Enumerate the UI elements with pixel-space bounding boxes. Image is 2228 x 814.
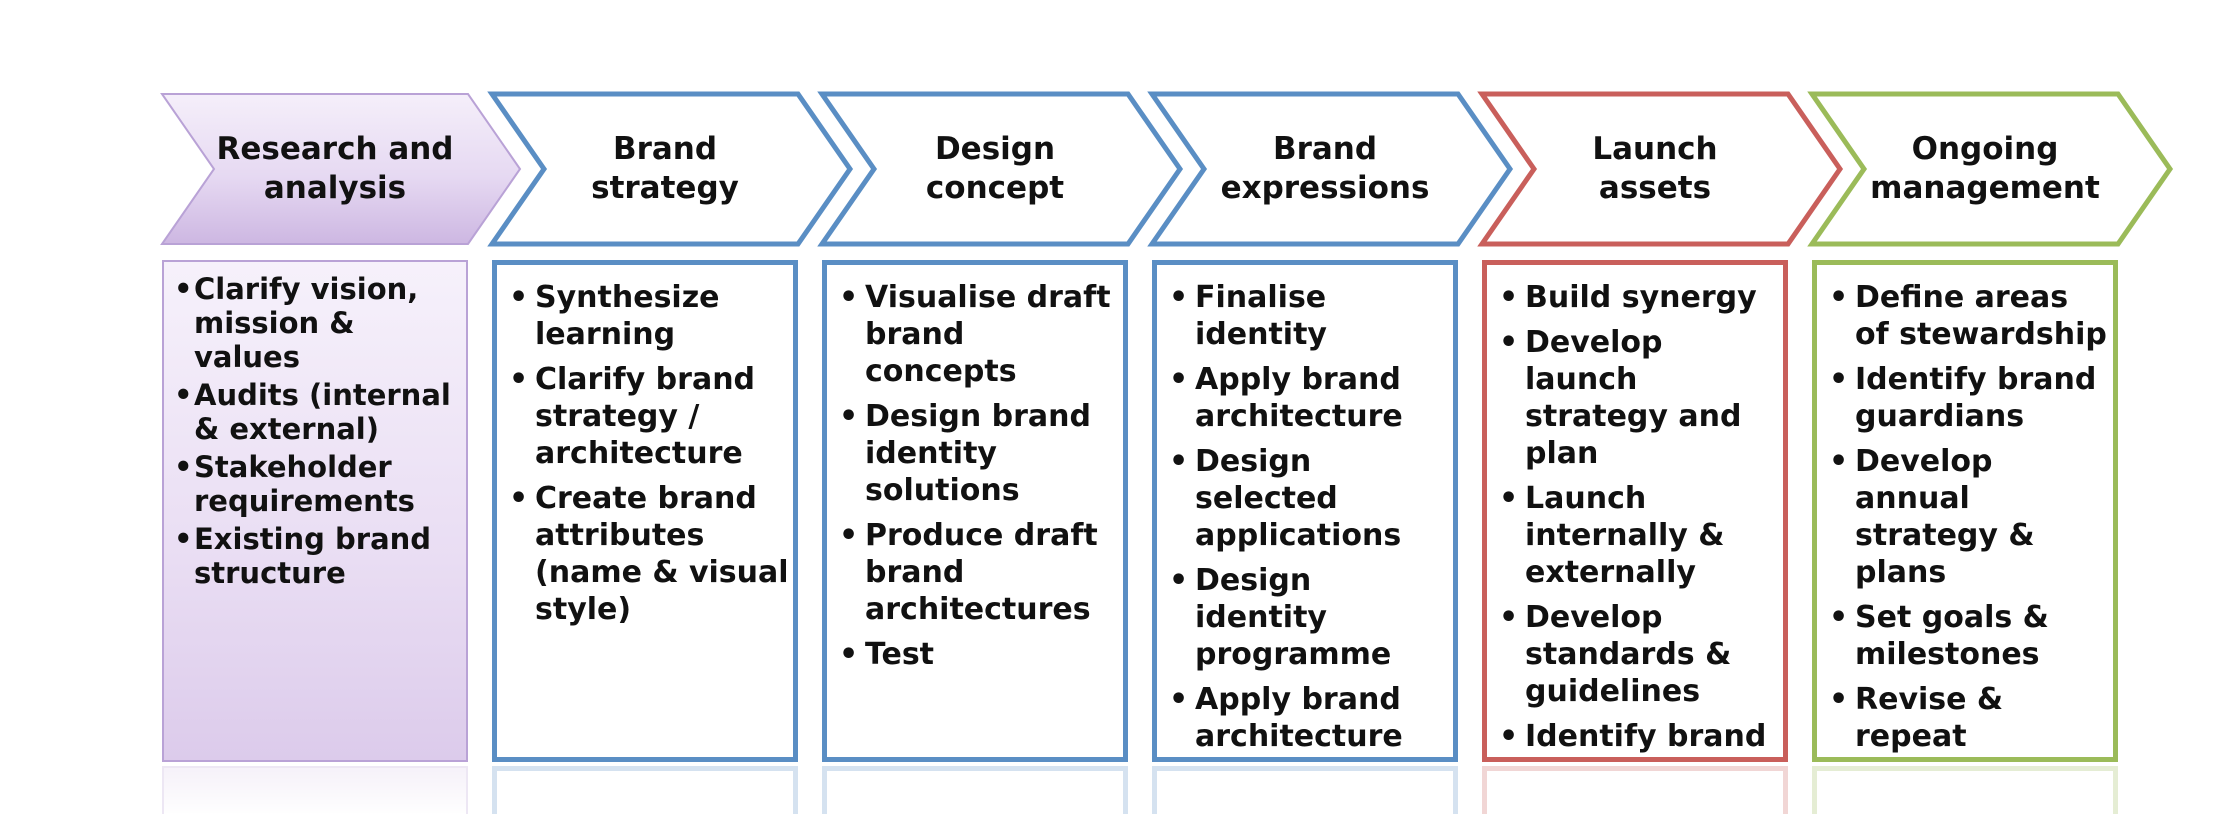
activity-item: Apply brand architecture	[1165, 361, 1449, 435]
activity-item: Develop annual strategy & plans	[1825, 443, 2109, 591]
box-reflection	[1152, 766, 1458, 814]
activity-item: Synthesize learning	[505, 279, 789, 353]
activity-item: Develop launch strategy and plan	[1495, 324, 1779, 472]
stage-chevron: Launch assets	[1477, 91, 1844, 247]
stage-activities-box: Visualise draft brand conceptsDesign bra…	[822, 260, 1128, 762]
activity-item: Define areas of stewardship	[1825, 279, 2109, 353]
stage-chevron: Design concept	[817, 91, 1184, 247]
stage-chevron: Research and analysis	[160, 92, 522, 246]
activity-item: Test	[835, 636, 1119, 673]
chevron-shape	[487, 91, 854, 247]
activity-item: Design brand identity solutions	[835, 398, 1119, 509]
stage-title: Research and analysis	[216, 131, 454, 206]
activity-item: Visualise draft brand concepts	[835, 279, 1119, 390]
chevron-shape	[160, 93, 522, 245]
chevron-shape	[1477, 91, 1844, 247]
box-reflection	[1812, 766, 2118, 814]
activity-item: Set goals & milestones	[1825, 599, 2109, 673]
stage-activities-box: Synthesize learningClarify brand strateg…	[492, 260, 798, 762]
box-reflection	[1482, 766, 1788, 814]
stage-title: Design concept	[925, 131, 1065, 206]
stage-title: Brand strategy	[591, 131, 739, 206]
stage-activities-box: Define areas of stewardshipIdentify bran…	[1812, 260, 2118, 762]
activity-item: Clarify brand strategy / architecture	[505, 361, 789, 472]
activity-list: Synthesize learningClarify brand strateg…	[497, 265, 793, 628]
activity-item: Design identity programme	[1165, 562, 1449, 673]
activity-item: Stakeholder requirements	[172, 450, 462, 518]
stage-activities-box: Finalise identityApply brand architectur…	[1152, 260, 1458, 762]
stage-title: Launch assets	[1592, 131, 1718, 206]
chevron-shape	[817, 91, 1184, 247]
activity-item: Identify brand champions	[1495, 718, 1779, 757]
activity-list: Define areas of stewardshipIdentify bran…	[1817, 265, 2113, 755]
activity-item: Apply brand architecture	[1165, 681, 1449, 755]
chevron-shape	[1807, 91, 2174, 247]
activity-item: Build synergy	[1495, 279, 1779, 316]
stage-activities-box: Clarify vision, mission & valuesAudits (…	[162, 260, 468, 762]
activity-item: Create brand attributes (name & visual s…	[505, 480, 789, 628]
stage-activities-box: Build synergyDevelop launch strategy and…	[1482, 260, 1788, 762]
stage-chevron: Brand strategy	[487, 91, 854, 247]
activity-item: Launch internally & externally	[1495, 480, 1779, 591]
activity-item: Clarify vision, mission & values	[172, 272, 462, 374]
box-reflection	[492, 766, 798, 814]
stage-chevron: Brand expressions	[1147, 91, 1514, 247]
activity-list: Finalise identityApply brand architectur…	[1157, 265, 1453, 755]
stage-chevron: Ongoing management	[1807, 91, 2174, 247]
stage-title: Brand expressions	[1220, 131, 1430, 206]
activity-list: Build synergyDevelop launch strategy and…	[1487, 265, 1783, 757]
activity-item: Finalise identity	[1165, 279, 1449, 353]
activity-item: Audits (internal & external)	[172, 378, 462, 446]
activity-item: Develop standards & guidelines	[1495, 599, 1779, 710]
activity-item: Design selected applications	[1165, 443, 1449, 554]
box-reflection	[822, 766, 1128, 814]
activity-item: Produce draft brand architectures	[835, 517, 1119, 628]
activity-item: Identify brand guardians	[1825, 361, 2109, 435]
box-reflection	[162, 766, 468, 814]
chevron-shape	[1147, 91, 1514, 247]
stage-title: Ongoing management	[1870, 131, 2100, 206]
activity-list: Visualise draft brand conceptsDesign bra…	[827, 265, 1123, 673]
activity-list: Clarify vision, mission & valuesAudits (…	[164, 262, 466, 590]
activity-item: Existing brand structure	[172, 522, 462, 590]
activity-item: Revise & repeat	[1825, 681, 2109, 755]
